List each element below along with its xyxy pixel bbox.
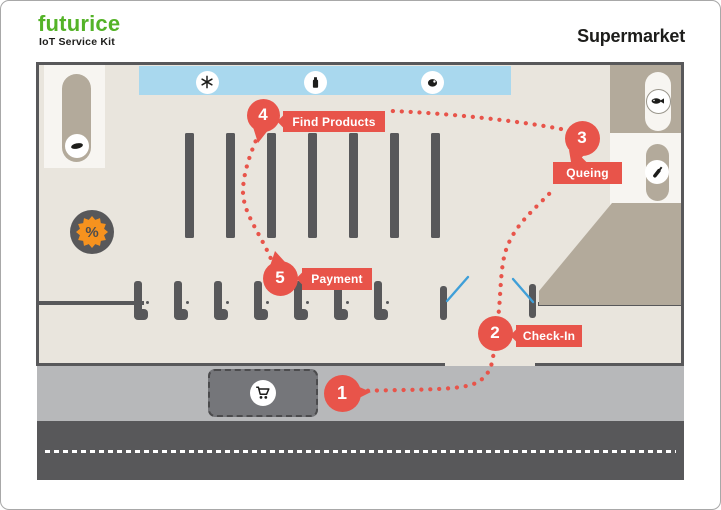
label-text: Find Products (292, 114, 376, 129)
checkout-counter (254, 281, 270, 320)
checkout-counter (374, 281, 390, 320)
entrance-gate-right (529, 284, 536, 318)
entrance-gate-left (440, 286, 447, 320)
marker-step-4[interactable]: 4 (246, 98, 280, 132)
aisle-shelf (267, 133, 276, 238)
marker-number: 5 (275, 268, 285, 287)
store-floor (36, 62, 684, 366)
checkout-counter (134, 281, 150, 320)
bottle-icon (303, 70, 327, 94)
label-text: Queing (566, 166, 609, 180)
aisle-shelf (185, 133, 194, 238)
aisle-shelf (431, 133, 440, 238)
fruit-icon (636, 226, 660, 250)
label-check-in[interactable]: Check-In (510, 325, 582, 347)
label-payment[interactable]: Payment (296, 268, 372, 290)
kit-subtitle: IoT Service Kit (39, 36, 115, 48)
marker-number: 4 (258, 105, 268, 124)
checkout-counter (334, 281, 350, 320)
checkout-wall (38, 301, 144, 305)
meat-icon (420, 70, 444, 94)
label-text: Check-In (522, 329, 576, 343)
road-center-line (45, 450, 676, 453)
sidewalk-area (37, 366, 684, 421)
aisle-shelf (226, 133, 235, 238)
aisle-shelf (308, 133, 317, 238)
percent-symbol: % (85, 223, 99, 241)
marker-number: 1 (336, 382, 347, 403)
label-find-products[interactable]: Find Products (277, 111, 385, 132)
marker-number: 3 (577, 128, 587, 147)
checkout-counter (214, 281, 230, 320)
marker-number: 2 (490, 323, 500, 342)
checkout-counter (294, 281, 310, 320)
deli-wall (538, 302, 681, 306)
marker-step-2[interactable]: 2 (477, 315, 513, 351)
wine-icon (645, 160, 669, 184)
shopping-cart-icon (250, 380, 276, 406)
checkout-counter (174, 281, 190, 320)
futurice-logo: futurice (38, 11, 121, 36)
discount-star-icon (76, 216, 108, 248)
aisle-shelf (390, 133, 399, 238)
discount-badge: % (70, 210, 114, 254)
baguette-icon (585, 266, 609, 290)
snowflake-icon (195, 70, 219, 94)
marker-step-5[interactable]: 5 (262, 260, 298, 296)
label-queing[interactable]: Queing (553, 157, 622, 184)
marker-step-3[interactable]: 3 (564, 120, 600, 156)
aisle-shelf (349, 133, 358, 238)
fish-icon (645, 88, 671, 114)
marker-step-1[interactable]: 1 (323, 374, 361, 412)
bread-icon (65, 134, 89, 158)
label-text: Payment (311, 272, 363, 286)
page-title: Supermarket (577, 26, 685, 46)
